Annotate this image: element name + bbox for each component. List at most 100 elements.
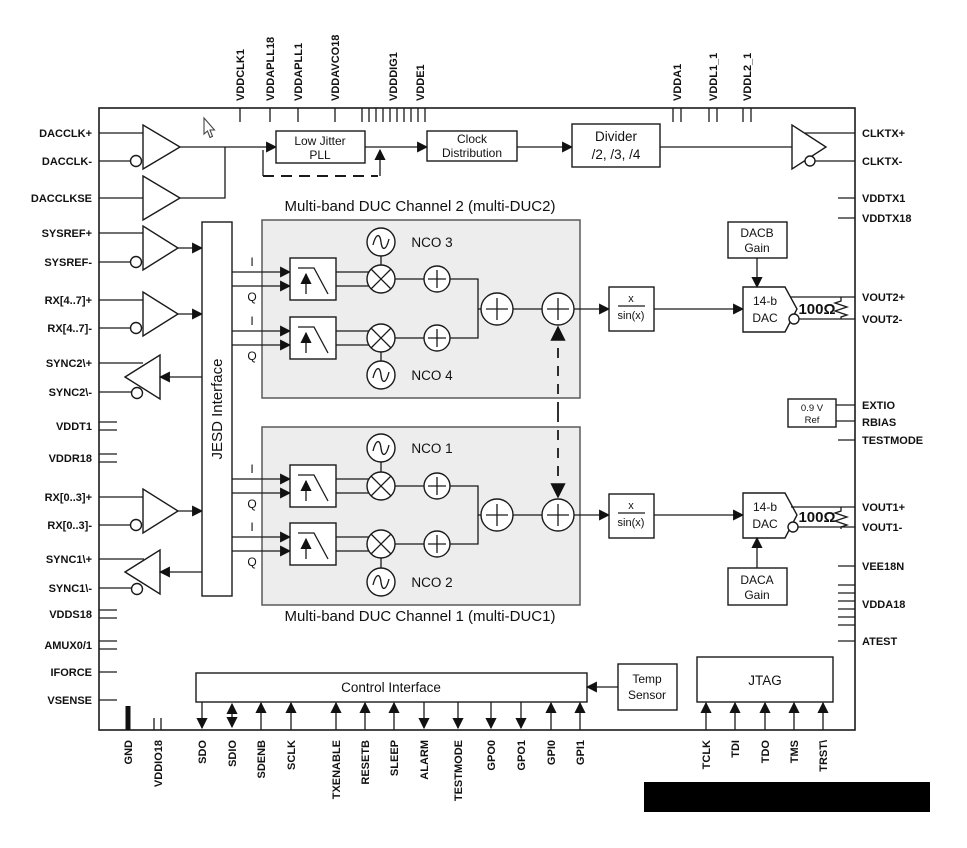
pin-vsense: VSENSE bbox=[47, 695, 92, 707]
pin-vddl2-1: VDDL2_1 bbox=[742, 53, 754, 101]
pin-testmode-bottom: TESTMODE bbox=[453, 740, 465, 801]
resistor-icon bbox=[832, 297, 850, 319]
left-power-ticks bbox=[99, 421, 117, 701]
nco-oscillators: NCO 3 NCO 4 NCO 1 NCO 2 bbox=[366, 227, 453, 597]
pin-gpo1: GPO1 bbox=[516, 740, 528, 771]
pin-iforce: IFORCE bbox=[50, 667, 92, 679]
pin-rx47-n: RX[4..7]- bbox=[47, 323, 92, 335]
top-pin-labels: VDDCLK1 VDDAPLL18 VDDAPLL1 VDDAVCO18 VDD… bbox=[235, 35, 754, 101]
buffer-triangle-icon bbox=[142, 487, 180, 535]
pin-tclk: TCLK bbox=[701, 740, 713, 769]
dacclk-buffer bbox=[99, 123, 182, 171]
control-interface-label: Control Interface bbox=[341, 680, 441, 695]
sinx1-block: x sin(x) bbox=[608, 493, 655, 539]
jtag-label: JTAG bbox=[748, 673, 782, 688]
buffer-triangle-icon bbox=[142, 224, 180, 272]
pin-dacclkse: DACCLKSE bbox=[31, 193, 92, 205]
summer-icon bbox=[480, 498, 514, 532]
duc2-title: Multi-band DUC Channel 2 (multi-DUC2) bbox=[285, 198, 556, 215]
dacb-gain-block: DACB Gain bbox=[727, 221, 788, 289]
q-label: Q bbox=[247, 349, 256, 363]
adder-icon bbox=[423, 472, 451, 500]
pin-resetb: RESETB bbox=[360, 740, 372, 785]
adder-icons bbox=[395, 265, 575, 558]
sinx2-block: x sin(x) bbox=[608, 286, 655, 332]
pin-sysref-n: SYSREF- bbox=[44, 257, 92, 269]
daca-gain-block: DACA Gain bbox=[727, 536, 788, 606]
jesd-label: JESD Interface bbox=[209, 359, 226, 460]
interp-filter-icon bbox=[289, 316, 337, 360]
nco2-label: NCO 2 bbox=[411, 575, 452, 590]
buffer-triangle-icon bbox=[142, 123, 182, 171]
interp-filter-icon bbox=[289, 464, 337, 508]
control-interface-block: Control Interface bbox=[195, 672, 588, 703]
pin-rx03-p: RX[0..3]+ bbox=[45, 492, 92, 504]
q-label: Q bbox=[247, 497, 256, 511]
pin-tdi: TDI bbox=[730, 740, 742, 758]
pin-vout2-p: VOUT2+ bbox=[862, 292, 905, 304]
control-pin-arrows bbox=[196, 701, 586, 730]
dacclkse-buffer bbox=[99, 147, 226, 222]
reference-block: 0.9 V Ref bbox=[787, 398, 855, 428]
jesd-interface-block: JESD Interface bbox=[201, 221, 233, 597]
iq-labels: I Q I Q I Q I Q bbox=[247, 255, 256, 569]
pin-trst: TRST\ bbox=[818, 740, 830, 772]
jtag-block: JTAG bbox=[696, 656, 834, 703]
interpolation-filter-icons bbox=[289, 257, 337, 566]
pin-sclk: SCLK bbox=[286, 740, 298, 770]
summer-icon bbox=[480, 292, 514, 326]
jesd-iq-wires bbox=[232, 266, 292, 557]
pin-sysref-p: SYSREF+ bbox=[42, 228, 92, 240]
summer-icon bbox=[541, 292, 575, 326]
dac2-label-line1: 14-b bbox=[753, 294, 777, 308]
temp-label-line2: Sensor bbox=[628, 688, 666, 702]
pll-bypass-path bbox=[262, 148, 386, 177]
temp-label-line1: Temp bbox=[632, 672, 662, 686]
pin-gpo0: GPO0 bbox=[486, 740, 498, 771]
termination-label-1: 100Ω bbox=[798, 509, 835, 526]
adder-icon bbox=[423, 530, 451, 558]
duc1-block bbox=[261, 426, 581, 606]
q-label: Q bbox=[247, 290, 256, 304]
mouse-cursor bbox=[203, 116, 216, 139]
inverting-bubble bbox=[129, 321, 143, 335]
summer-icon bbox=[541, 498, 575, 532]
pin-tdo: TDO bbox=[760, 740, 772, 764]
pin-sync2-p: SYNC2\+ bbox=[46, 358, 92, 370]
pin-rbias: RBIAS bbox=[862, 417, 896, 429]
clock-distribution-block: Clock Distribution bbox=[426, 130, 518, 162]
inverting-bubble bbox=[787, 521, 799, 533]
pin-tms: TMS bbox=[789, 740, 801, 763]
dac1-label-line2: DAC bbox=[752, 517, 778, 531]
pin-vddapll1: VDDAPLL1 bbox=[293, 43, 305, 101]
clockdist-label-line2: Distribution bbox=[442, 146, 502, 160]
nco4-label: NCO 4 bbox=[411, 368, 453, 383]
sinx-numerator: x bbox=[628, 500, 634, 512]
sync2-output-buffer bbox=[99, 353, 202, 401]
pin-rx47-p: RX[4..7]+ bbox=[45, 295, 92, 307]
adder-icon bbox=[423, 265, 451, 293]
pin-sync2-n: SYNC2\- bbox=[49, 387, 93, 399]
pin-atest: ATEST bbox=[862, 636, 898, 648]
chip-outline bbox=[98, 107, 856, 731]
pin-clktx-p: CLKTX+ bbox=[862, 128, 905, 140]
pll-label-line2: PLL bbox=[309, 148, 331, 162]
daca-label-line1: DACA bbox=[740, 573, 773, 587]
pin-dacclk-p: DACCLK+ bbox=[39, 128, 92, 140]
pin-vddavco18: VDDAVCO18 bbox=[330, 35, 342, 101]
pin-sdio: SDIO bbox=[227, 740, 239, 767]
nco3-label: NCO 3 bbox=[411, 235, 452, 250]
pin-vout1-p: VOUT1+ bbox=[862, 502, 905, 514]
divider-label-line1: Divider bbox=[595, 129, 638, 144]
pin-vdddig1: VDDDIG1 bbox=[388, 52, 400, 101]
temp-sensor-block: Temp Sensor bbox=[585, 663, 678, 711]
nco2-oscillator-icon bbox=[366, 558, 396, 597]
mixer-icons bbox=[336, 264, 396, 559]
sinx-denominator: sin(x) bbox=[618, 517, 645, 529]
pin-vdds18: VDDS18 bbox=[49, 609, 92, 621]
pin-vdda1: VDDA1 bbox=[672, 64, 684, 101]
vddio18-ticks bbox=[153, 718, 162, 730]
pin-vddl1-1: VDDL1_1 bbox=[708, 53, 720, 101]
footer-black-bar bbox=[644, 782, 930, 812]
